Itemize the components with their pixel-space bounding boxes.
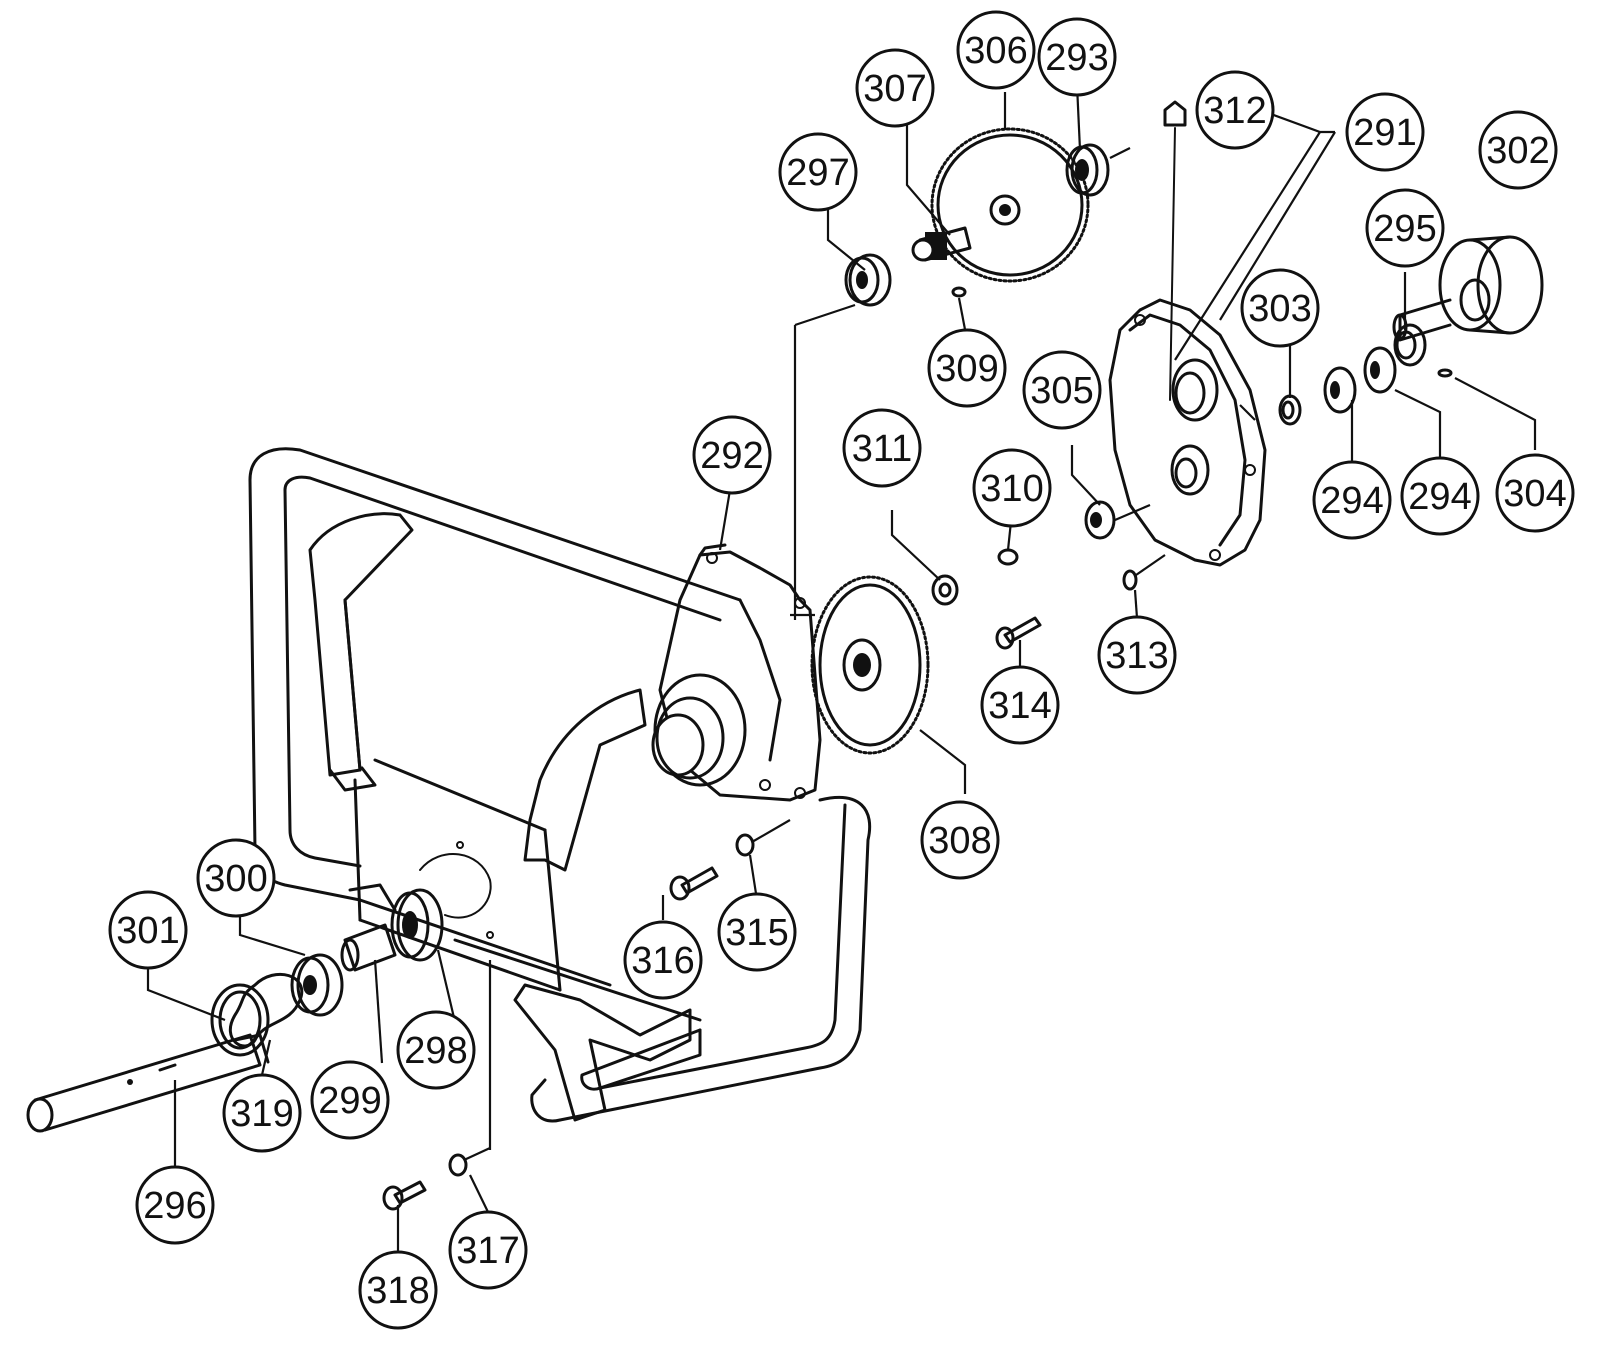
callout-label: 294 (1408, 476, 1471, 518)
bearing-294b (1363, 346, 1397, 394)
callout-291: 291 (1345, 92, 1425, 172)
callout-label: 308 (928, 820, 991, 862)
fitting-312 (1163, 100, 1187, 401)
washer-313 (1122, 554, 1166, 591)
gear-housing-right (1108, 298, 1267, 567)
callout-label: 303 (1248, 288, 1311, 330)
ring-319 (228, 972, 304, 1048)
callout-311: 311 (842, 408, 922, 488)
bolt-316 (669, 866, 719, 901)
callout-318: 318 (358, 1250, 438, 1330)
callout-315: 315 (717, 892, 797, 972)
callout-305: 305 (1022, 350, 1102, 430)
callout-319: 319 (222, 1073, 302, 1153)
washer-317 (448, 1147, 491, 1177)
bearing-300 (290, 953, 344, 1017)
callout-label: 304 (1503, 473, 1566, 515)
callout-label: 292 (700, 435, 763, 477)
callout-292: 292 (692, 415, 772, 495)
callout-label: 314 (988, 685, 1051, 727)
callout-301: 301 (108, 890, 188, 970)
callout-label: 312 (1203, 90, 1266, 132)
callout-label: 316 (631, 940, 694, 982)
callout-303: 303 (1240, 268, 1320, 348)
callout-314: 314 (980, 665, 1060, 745)
callout-label: 297 (786, 152, 849, 194)
callout-294a: 294 (1312, 460, 1392, 540)
drum-302 (1392, 235, 1544, 342)
callout-label: 319 (230, 1093, 293, 1135)
gear-306 (930, 127, 1090, 283)
callout-label: 310 (980, 468, 1043, 510)
callout-label: 295 (1373, 208, 1436, 250)
washer-311 (931, 574, 959, 606)
callout-label: 311 (852, 428, 913, 470)
bearing-294a (1323, 366, 1357, 414)
callout-308: 308 (920, 800, 1000, 880)
large-gear-308 (810, 575, 930, 755)
callout-label: 302 (1486, 130, 1549, 172)
spacer-299 (340, 883, 397, 972)
callout-label: 294 (1320, 480, 1383, 522)
pinion-307 (911, 226, 972, 262)
callout-299: 299 (310, 1060, 390, 1140)
callout-label: 300 (204, 858, 267, 900)
callout-label: 301 (116, 910, 179, 952)
callout-293: 293 (1037, 17, 1117, 97)
callout-316: 316 (623, 920, 703, 1000)
nut-310 (997, 548, 1019, 566)
key-309 (951, 286, 967, 298)
callout-label: 296 (143, 1185, 206, 1227)
callout-label: 293 (1045, 37, 1108, 79)
callout-312: 312 (1195, 70, 1275, 150)
callout-label: 313 (1105, 635, 1168, 677)
callout-317: 317 (448, 1210, 528, 1290)
bolt-318 (382, 1180, 427, 1211)
bearing-297 (844, 253, 892, 307)
callout-label: 315 (725, 912, 788, 954)
callout-306: 306 (956, 10, 1036, 90)
callout-label: 298 (404, 1030, 467, 1072)
callout-label: 291 (1353, 112, 1416, 154)
handle-grip-right (513, 688, 692, 1122)
callout-310: 310 (972, 448, 1052, 528)
callout-298: 298 (396, 1010, 476, 1090)
callout-label: 307 (863, 68, 926, 110)
callout-294b: 294 (1400, 456, 1480, 536)
callout-label: 305 (1030, 370, 1093, 412)
gear-housing-left (651, 543, 822, 802)
bolt-314 (995, 616, 1042, 650)
callout-313: 313 (1097, 615, 1177, 695)
callout-302: 302 (1478, 110, 1558, 190)
callout-leaders (146, 84, 1537, 1252)
bushing-305 (1084, 500, 1116, 540)
callout-label: 309 (935, 348, 998, 390)
callout-300: 300 (196, 838, 276, 918)
handle-grip-left (308, 512, 414, 792)
callout-307: 307 (855, 48, 935, 128)
callout-label: 299 (318, 1080, 381, 1122)
callout-295: 295 (1365, 188, 1445, 268)
alignment-lines (488, 303, 1256, 1150)
snap-ring-301 (210, 983, 270, 1057)
washer-315 (735, 819, 791, 857)
mounting-plate (353, 758, 562, 992)
key-304 (1437, 368, 1453, 378)
callout-label: 318 (366, 1270, 429, 1312)
callout-304: 304 (1495, 453, 1575, 533)
seal-303 (1278, 394, 1302, 426)
callout-label: 317 (456, 1230, 519, 1272)
callout-297: 297 (778, 132, 858, 212)
callout-label: 306 (964, 30, 1027, 72)
bearing-298 (390, 888, 444, 962)
callout-309: 309 (927, 328, 1007, 408)
callout-296: 296 (135, 1165, 215, 1245)
bearing-293 (1065, 143, 1131, 197)
